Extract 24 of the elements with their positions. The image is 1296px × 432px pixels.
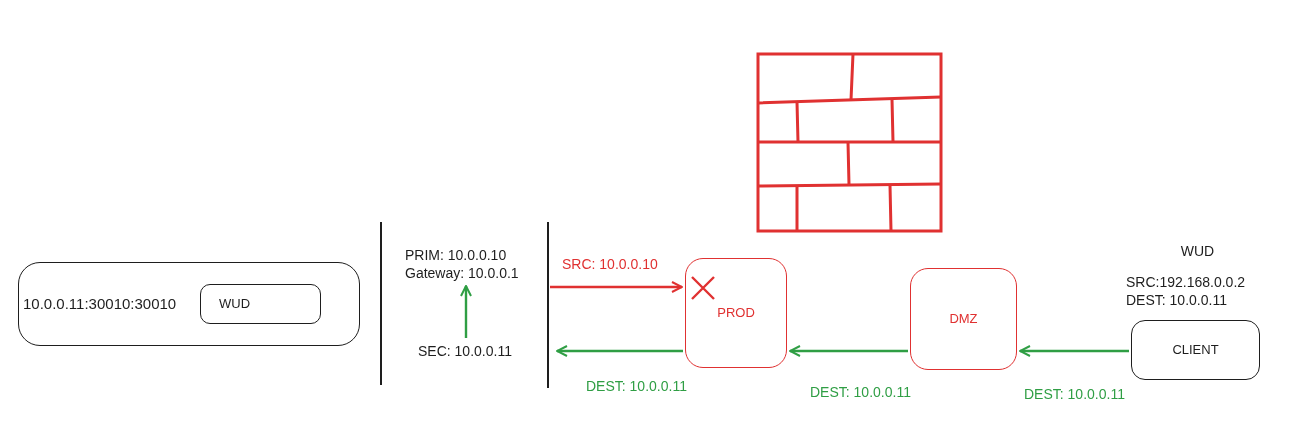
arrow	[1019, 345, 1129, 357]
box-label: CLIENT	[1172, 341, 1219, 359]
process-box	[200, 284, 321, 324]
edge-label: DEST: 10.0.0.11	[1022, 386, 1127, 402]
arrow	[550, 281, 683, 293]
node-caption: SRC:192.168.0.0.2	[1126, 272, 1246, 291]
arrow	[789, 345, 908, 357]
arrow	[556, 345, 683, 357]
node-caption: WUD	[1180, 242, 1215, 261]
address-text: Gateway: 10.0.0.1	[405, 264, 519, 283]
process-box	[910, 268, 1017, 370]
edge-label: DEST: 10.0.0.11	[808, 384, 913, 400]
address-text: PRIM: 10.0.0.10	[405, 245, 507, 264]
box-label: PROD	[717, 304, 755, 322]
node-caption: DEST: 10.0.0.11	[1126, 290, 1227, 309]
address-text: SEC: 10.0.0.11	[418, 341, 512, 361]
edge-label: DEST: 10.0.0.11	[584, 378, 689, 394]
box-label: 10.0.0.11:30010:30010	[23, 294, 177, 314]
edge-label: SRC: 10.0.0.10	[560, 256, 660, 272]
arrow	[460, 285, 472, 338]
box-label: WUD	[219, 295, 251, 313]
box-label: DMZ	[949, 310, 978, 328]
server-box	[18, 262, 360, 346]
process-box	[685, 258, 787, 368]
